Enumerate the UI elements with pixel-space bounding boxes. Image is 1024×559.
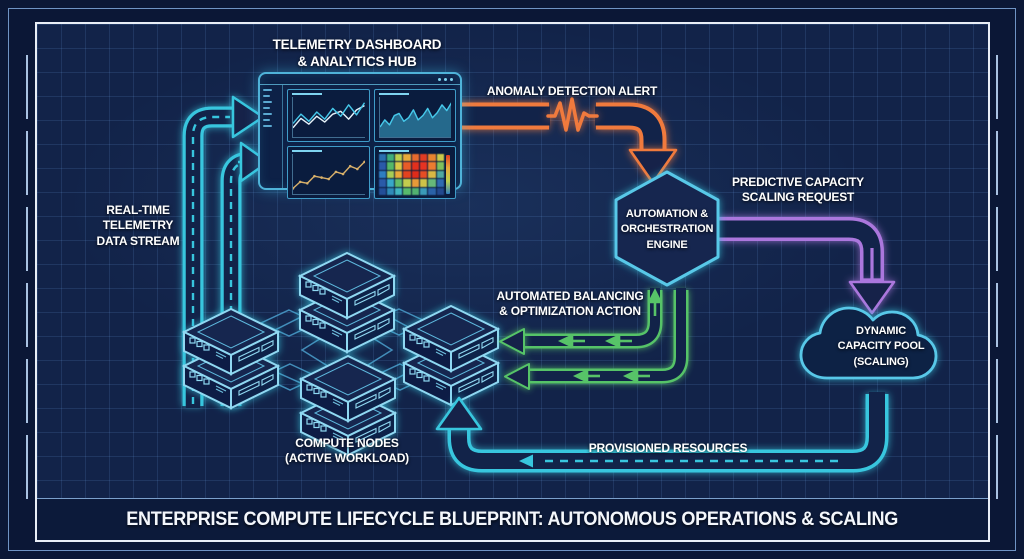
monitor-top-bar [260,74,460,85]
blueprint-title: ENTERPRISE COMPUTE LIFECYCLE BLUEPRINT: … [126,508,899,530]
telemetry-arrowhead-top [231,95,265,139]
balancing-flow-label: AUTOMATED BALANCING & OPTIMIZATION ACTIO… [496,289,644,319]
flow-provisioned-arrow [435,392,889,473]
dashboard-panel-amber-line-chart [287,146,370,200]
capacity-pool-node-label: DYNAMIC CAPACITY POOL (SCALING) [837,325,925,368]
capacity-pool-node [799,306,938,380]
anomaly-flow-label: ANOMALY DETECTION ALERT [486,84,658,98]
dashboard-panel-area-chart [373,89,456,143]
window-dot-icon [444,77,447,81]
provisioned-arrowhead [435,396,483,431]
flow-telemetry-arrows [182,95,270,408]
title-band: ENTERPRISE COMPUTE LIFECYCLE BLUEPRINT: … [37,498,988,540]
right-ruler-line [996,55,998,504]
balancing-arrowhead-bottom [504,363,530,390]
flow-scaling-request-arrow [715,217,896,315]
compute-nodes-label: COMPUTE NODES (ACTIVE WORKLOAD) [285,436,409,466]
balancing-arrowhead-top [499,328,525,355]
flow-anomaly-arrow [456,97,678,185]
scaling-arrowhead [848,280,896,315]
telemetry-dashboard-monitor [258,72,462,200]
window-dot-icon [438,77,441,81]
dashboard-label: TELEMETRY DASHBOARD & ANALYTICS HUB [272,37,442,70]
server-stack-east [403,305,499,406]
provisioned-flow-label: PROVISIONED RESOURCES [588,441,748,455]
heatmap-colorbar [446,155,450,195]
outer-border [8,8,1016,551]
pulse-zigzag [546,97,599,132]
flow-balancing-arrows [499,288,689,390]
server-stack-north [299,252,395,353]
scaling-request-flow-label: PREDICTIVE CAPACITY SCALING REQUEST [732,175,864,205]
telemetry-arrowhead-bottom [239,141,270,183]
anomaly-arrowhead [628,148,678,185]
engine-node-label: AUTOMATION & ORCHESTRATION ENGINE [620,208,714,251]
left-ruler-line [26,55,28,504]
dashboard-panel-dual-line-chart [287,89,370,143]
dashboard-sidebar-menu [260,85,283,188]
dashboard-panel-heatmap [373,146,456,200]
automation-engine-node [614,170,720,287]
window-dot-icon [450,77,453,81]
telemetry-flow-label: REAL-TIME TELEMETRY DATA STREAM [96,203,180,248]
